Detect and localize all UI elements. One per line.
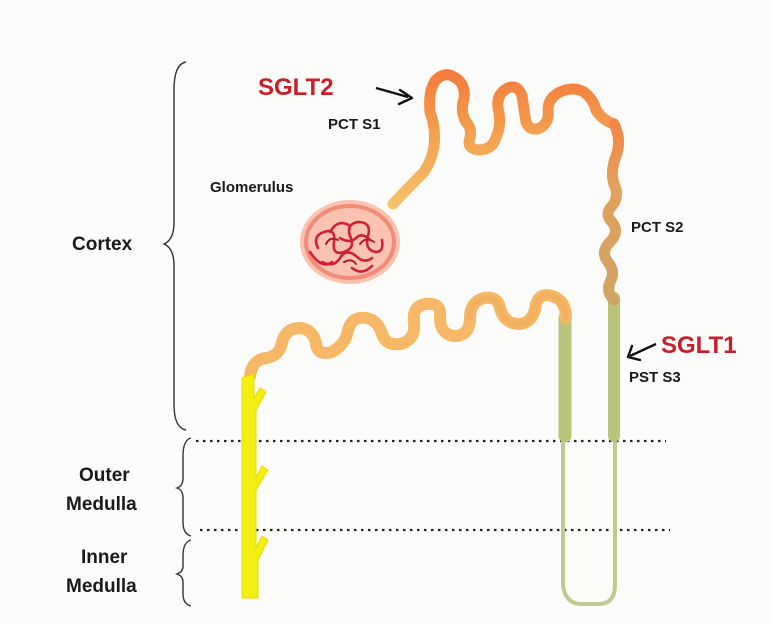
sglt1-arrow (626, 342, 657, 362)
outer-medulla-label-line2: Medulla (66, 494, 137, 515)
pct-s2-label: PCT S2 (631, 219, 684, 236)
loop-of-henle (561, 300, 617, 606)
pct-s1-label: PCT S1 (328, 116, 381, 133)
inner-medulla-bracket (174, 539, 192, 607)
inner-medulla-label-line1: Inner (81, 547, 128, 568)
sglt2-arrow (375, 86, 414, 106)
proximal-convoluted-tubule (387, 69, 620, 210)
cortex-bracket (162, 61, 187, 431)
cortex-label: Cortex (72, 234, 133, 255)
sglt1-label: SGLT1 (661, 332, 737, 359)
distal-convoluted-tubule (244, 289, 572, 382)
pst-s3-label: PST S3 (629, 369, 681, 386)
glomerulus-label: Glomerulus (210, 179, 293, 196)
inner-medulla-label-line2: Medulla (66, 576, 137, 597)
distal-convoluted-tubule-shade (467, 292, 569, 328)
outer-medulla-label-line1: Outer (79, 465, 130, 486)
glomerulus (300, 200, 400, 284)
outer-medulla-bracket (174, 437, 192, 537)
collecting-duct (241, 373, 269, 599)
sglt2-label: SGLT2 (258, 74, 334, 101)
pct-s2-segment (599, 118, 625, 306)
